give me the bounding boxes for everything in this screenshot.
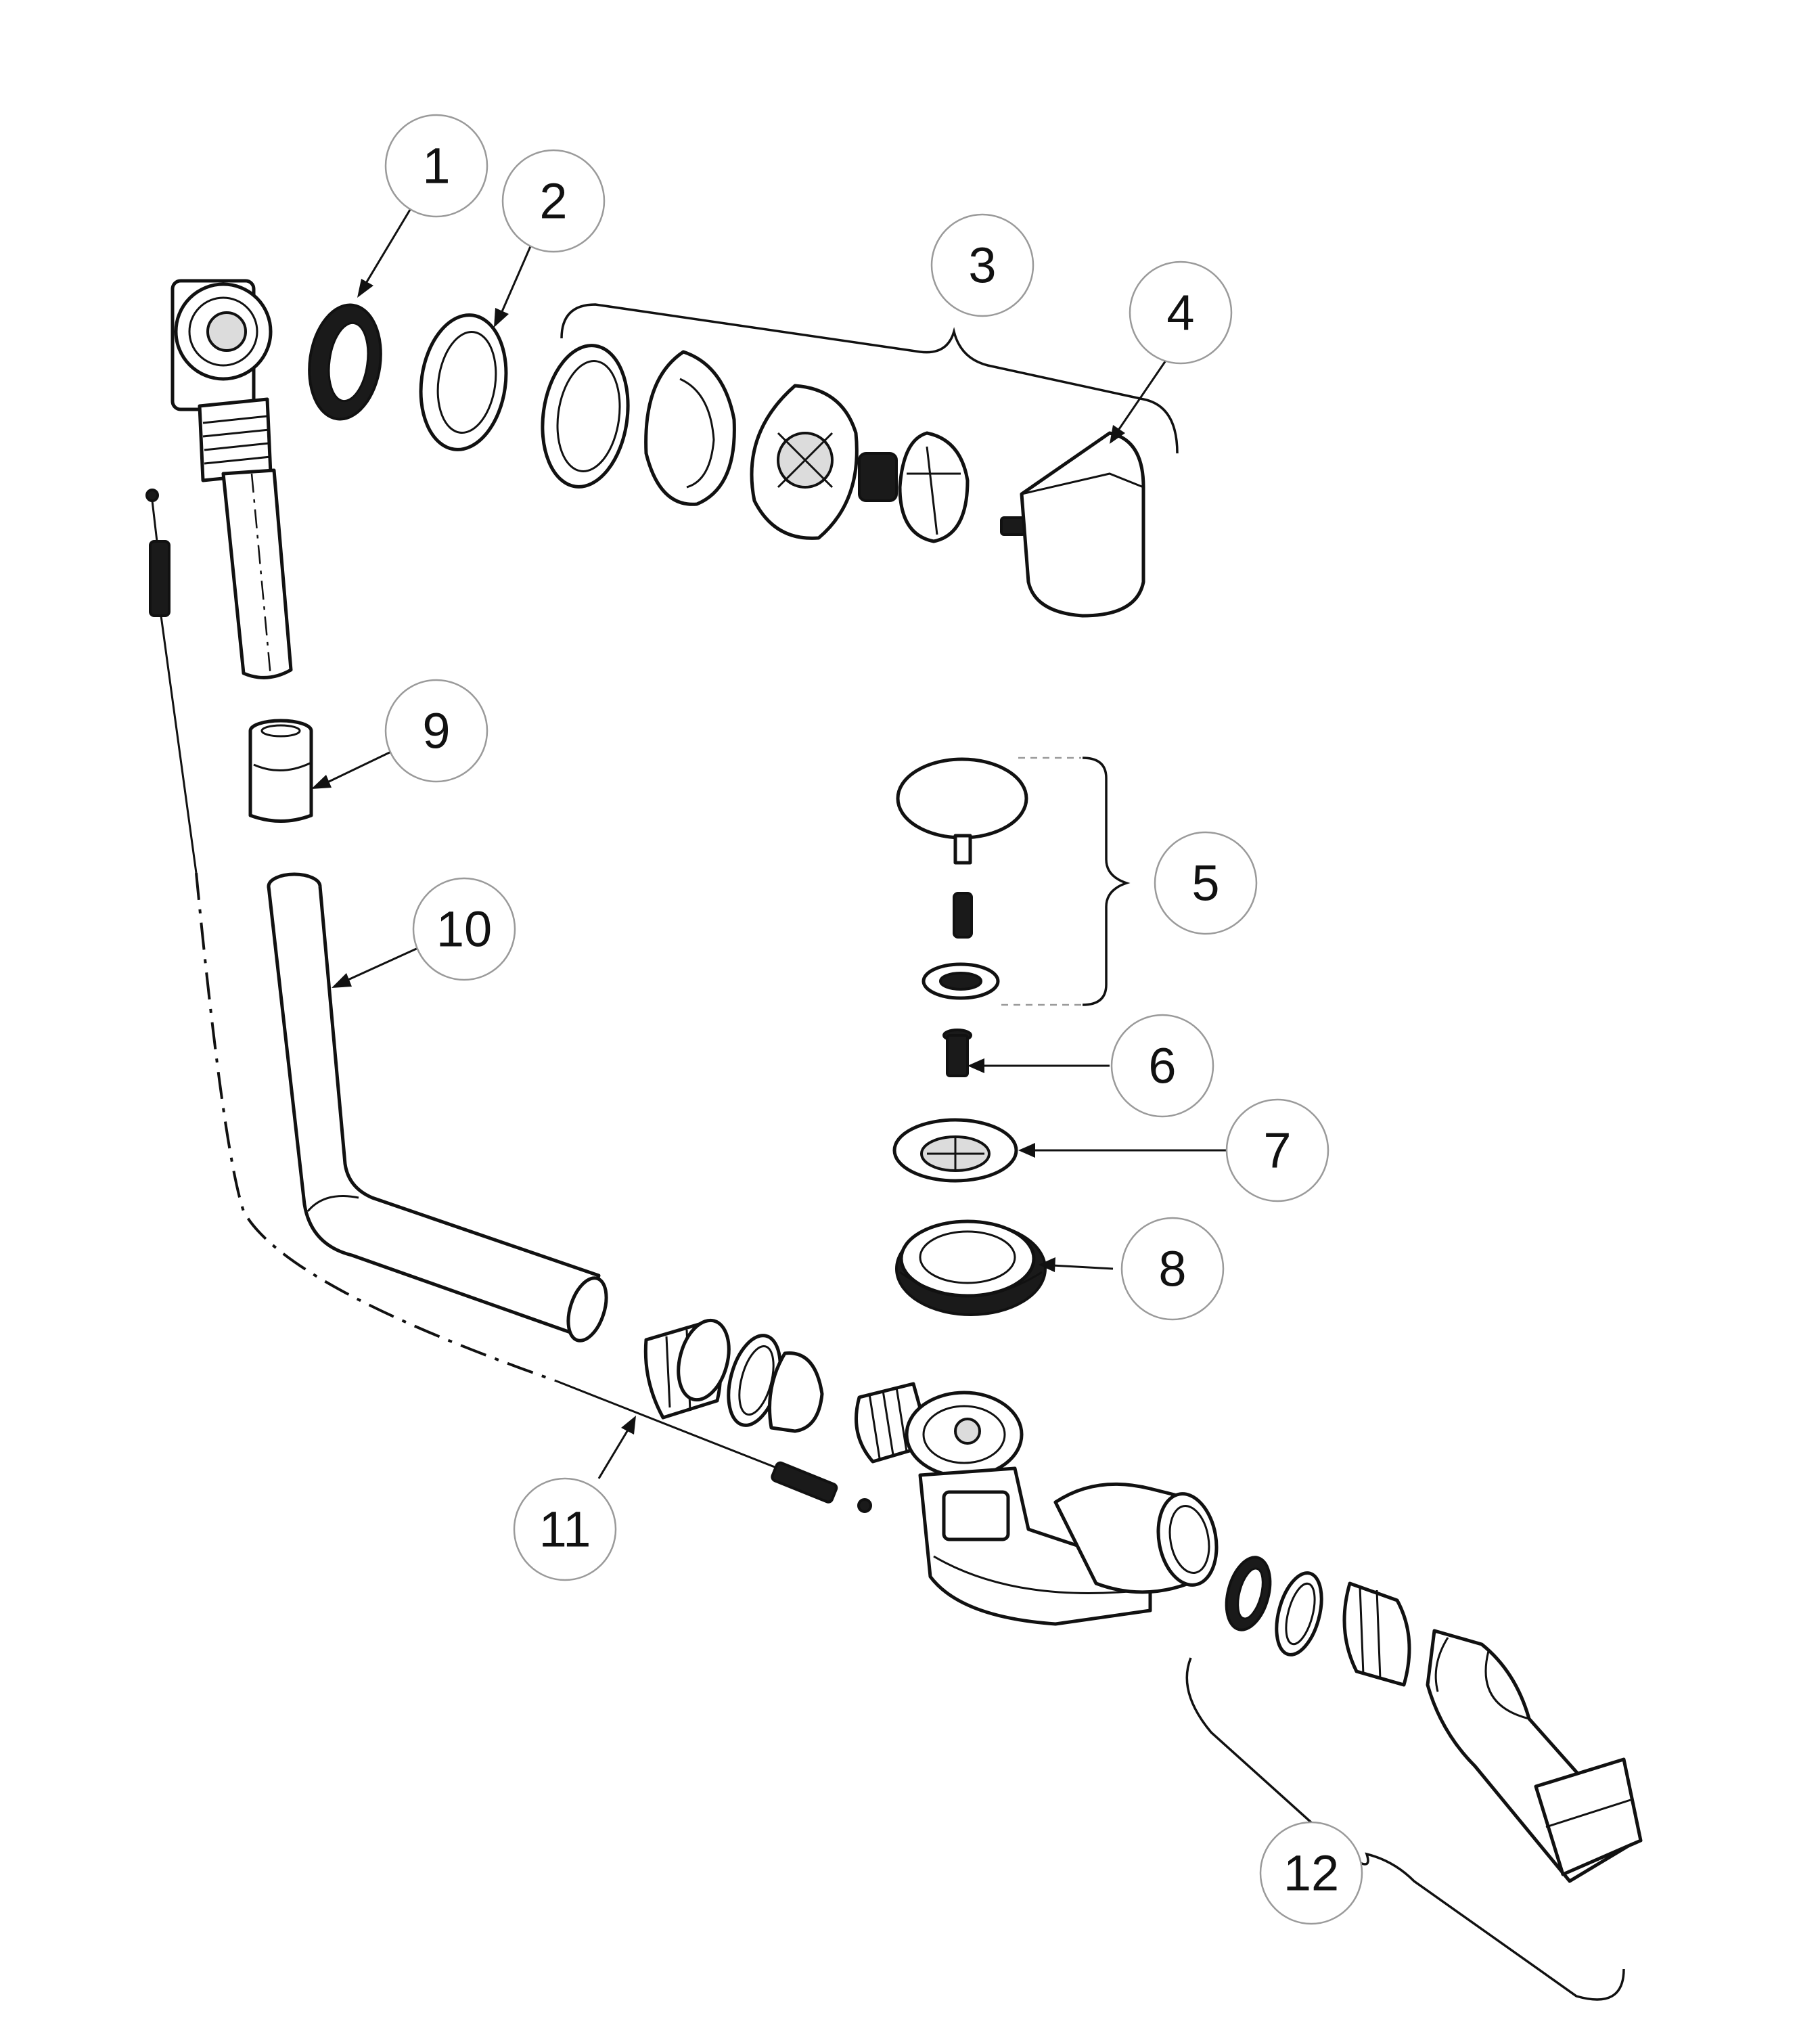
callout-10: 10	[412, 877, 516, 981]
overflow-cover-cap	[1000, 431, 1145, 618]
callout-label: 10	[436, 901, 492, 957]
overflow-cover-components	[541, 344, 970, 543]
callout-label: 12	[1283, 1845, 1339, 1901]
outlet-elbow-set	[1225, 1556, 1643, 1883]
callout-label: 7	[1263, 1123, 1291, 1179]
callout-11: 11	[513, 1477, 617, 1581]
callout-8: 8	[1120, 1217, 1225, 1321]
callout-label: 3	[968, 238, 996, 294]
callout-label: 8	[1158, 1241, 1186, 1297]
flat-ring	[419, 313, 508, 451]
callout-label: 9	[422, 703, 450, 759]
callout-4: 4	[1129, 261, 1233, 365]
leader-lines	[311, 202, 1228, 1479]
overflow-head-assembly	[170, 279, 293, 679]
callout-label: 11	[539, 1502, 591, 1558]
callout-label: 6	[1148, 1038, 1176, 1094]
callout-3: 3	[930, 213, 1034, 317]
bracket-12	[1185, 1657, 1625, 2001]
callout-label: 2	[539, 173, 567, 229]
callout-7: 7	[1225, 1098, 1329, 1202]
callout-1: 1	[384, 114, 488, 218]
union-nut-set-left	[643, 1318, 824, 1433]
callout-5: 5	[1154, 831, 1258, 935]
callout-12: 12	[1259, 1821, 1363, 1925]
drain-flange	[892, 1118, 1018, 1183]
callout-label: 1	[422, 138, 450, 194]
callout-label: 5	[1191, 855, 1219, 911]
control-cable	[145, 489, 872, 1513]
threaded-seal-ring	[895, 1219, 1047, 1316]
callout-2: 2	[501, 149, 606, 253]
stopper-set	[896, 757, 1028, 1000]
waste-trap-body	[855, 1382, 1219, 1626]
bracket-5	[1082, 757, 1131, 1006]
bracket-3	[560, 303, 1179, 454]
sleeve-connector	[248, 719, 313, 823]
callout-9: 9	[384, 679, 488, 783]
gasket-ring-dark	[308, 303, 382, 421]
callout-6: 6	[1110, 1014, 1214, 1118]
screw	[942, 1029, 972, 1077]
callout-label: 4	[1166, 285, 1194, 341]
bent-drain-pipe	[267, 872, 608, 1343]
